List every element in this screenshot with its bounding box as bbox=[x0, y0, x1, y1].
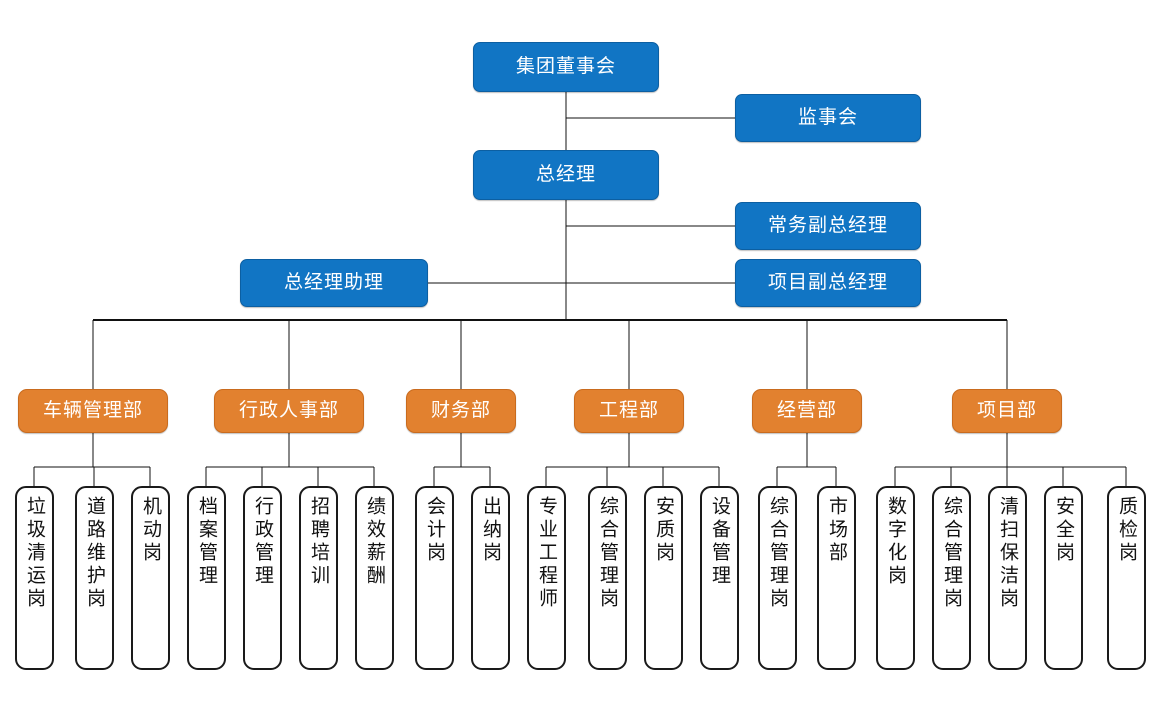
executive-node-general-manager[interactable]: 总经理 bbox=[473, 150, 659, 200]
post-node-label: 综合管理岗 bbox=[767, 496, 788, 611]
department-node-label: 项目部 bbox=[976, 399, 1037, 421]
post-node-label: 垃圾清运岗 bbox=[24, 496, 45, 611]
department-node-operations[interactable]: 经营部 bbox=[752, 389, 862, 433]
post-node-label: 机动岗 bbox=[140, 496, 161, 565]
post-node-safety[interactable]: 安全岗 bbox=[1044, 486, 1083, 670]
department-node-label: 经营部 bbox=[776, 399, 837, 421]
department-node-project[interactable]: 项目部 bbox=[952, 389, 1062, 433]
post-node-label: 综合管理岗 bbox=[941, 496, 962, 611]
department-node-finance[interactable]: 财务部 bbox=[406, 389, 516, 433]
post-node-label: 会计岗 bbox=[424, 496, 445, 565]
department-node-vehicle[interactable]: 车辆管理部 bbox=[18, 389, 168, 433]
post-node-records-management[interactable]: 档案管理 bbox=[187, 486, 226, 670]
executive-node-board[interactable]: 集团董事会 bbox=[473, 42, 659, 92]
post-node-marketing[interactable]: 市场部 bbox=[817, 486, 856, 670]
post-node-quality-inspection[interactable]: 质检岗 bbox=[1107, 486, 1146, 670]
department-node-label: 行政人事部 bbox=[238, 399, 339, 421]
post-node-cleaning[interactable]: 清扫保洁岗 bbox=[988, 486, 1027, 670]
post-node-performance-pay[interactable]: 绩效薪酬 bbox=[355, 486, 394, 670]
post-node-professional-engineer[interactable]: 专业工程师 bbox=[527, 486, 566, 670]
post-node-label: 绩效薪酬 bbox=[364, 496, 385, 588]
department-node-label: 车辆管理部 bbox=[42, 399, 143, 421]
post-node-label: 安全岗 bbox=[1053, 496, 1074, 565]
post-node-label: 专业工程师 bbox=[536, 496, 557, 611]
department-node-engineering[interactable]: 工程部 bbox=[574, 389, 684, 433]
post-node-accounting[interactable]: 会计岗 bbox=[415, 486, 454, 670]
post-node-cashier[interactable]: 出纳岗 bbox=[471, 486, 510, 670]
post-node-label: 综合管理岗 bbox=[597, 496, 618, 611]
department-node-admin-hr[interactable]: 行政人事部 bbox=[214, 389, 364, 433]
executive-node-label: 项目副总经理 bbox=[767, 271, 888, 293]
post-node-waste-removal[interactable]: 垃圾清运岗 bbox=[15, 486, 54, 670]
post-node-label: 出纳岗 bbox=[480, 496, 501, 565]
post-node-label: 设备管理 bbox=[709, 496, 730, 588]
executive-node-label: 集团董事会 bbox=[515, 55, 616, 77]
executive-node-supervisory[interactable]: 监事会 bbox=[735, 94, 921, 142]
post-node-label: 质检岗 bbox=[1116, 496, 1137, 565]
executive-node-gm-assistant[interactable]: 总经理助理 bbox=[240, 259, 428, 307]
post-node-label: 招聘培训 bbox=[308, 496, 329, 588]
executive-node-label: 常务副总经理 bbox=[767, 214, 888, 236]
post-node-recruit-training[interactable]: 招聘培训 bbox=[299, 486, 338, 670]
department-node-label: 工程部 bbox=[598, 399, 659, 421]
executive-node-project-vice-gm[interactable]: 项目副总经理 bbox=[735, 259, 921, 307]
post-node-road-maintenance[interactable]: 道路维护岗 bbox=[75, 486, 114, 670]
post-node-label: 行政管理 bbox=[252, 496, 273, 588]
post-node-equipment-mgmt[interactable]: 设备管理 bbox=[700, 486, 739, 670]
post-node-eng-general-mgmt[interactable]: 综合管理岗 bbox=[588, 486, 627, 670]
post-node-label: 道路维护岗 bbox=[84, 496, 105, 611]
department-node-label: 财务部 bbox=[430, 399, 491, 421]
post-node-label: 安质岗 bbox=[653, 496, 674, 565]
post-node-label: 数字化岗 bbox=[885, 496, 906, 588]
post-node-label: 清扫保洁岗 bbox=[997, 496, 1018, 611]
post-node-admin-management[interactable]: 行政管理 bbox=[243, 486, 282, 670]
post-node-safety-quality[interactable]: 安质岗 bbox=[644, 486, 683, 670]
post-node-mobile-duty[interactable]: 机动岗 bbox=[131, 486, 170, 670]
post-node-label: 市场部 bbox=[826, 496, 847, 565]
executive-node-label: 总经理 bbox=[535, 163, 596, 185]
executive-node-label: 监事会 bbox=[797, 106, 858, 128]
post-node-label: 档案管理 bbox=[196, 496, 217, 588]
post-node-digitalization[interactable]: 数字化岗 bbox=[876, 486, 915, 670]
executive-node-label: 总经理助理 bbox=[283, 271, 384, 293]
post-node-ops-general-mgmt[interactable]: 综合管理岗 bbox=[758, 486, 797, 670]
executive-node-exec-vice-gm[interactable]: 常务副总经理 bbox=[735, 202, 921, 250]
post-node-proj-general-mgmt[interactable]: 综合管理岗 bbox=[932, 486, 971, 670]
